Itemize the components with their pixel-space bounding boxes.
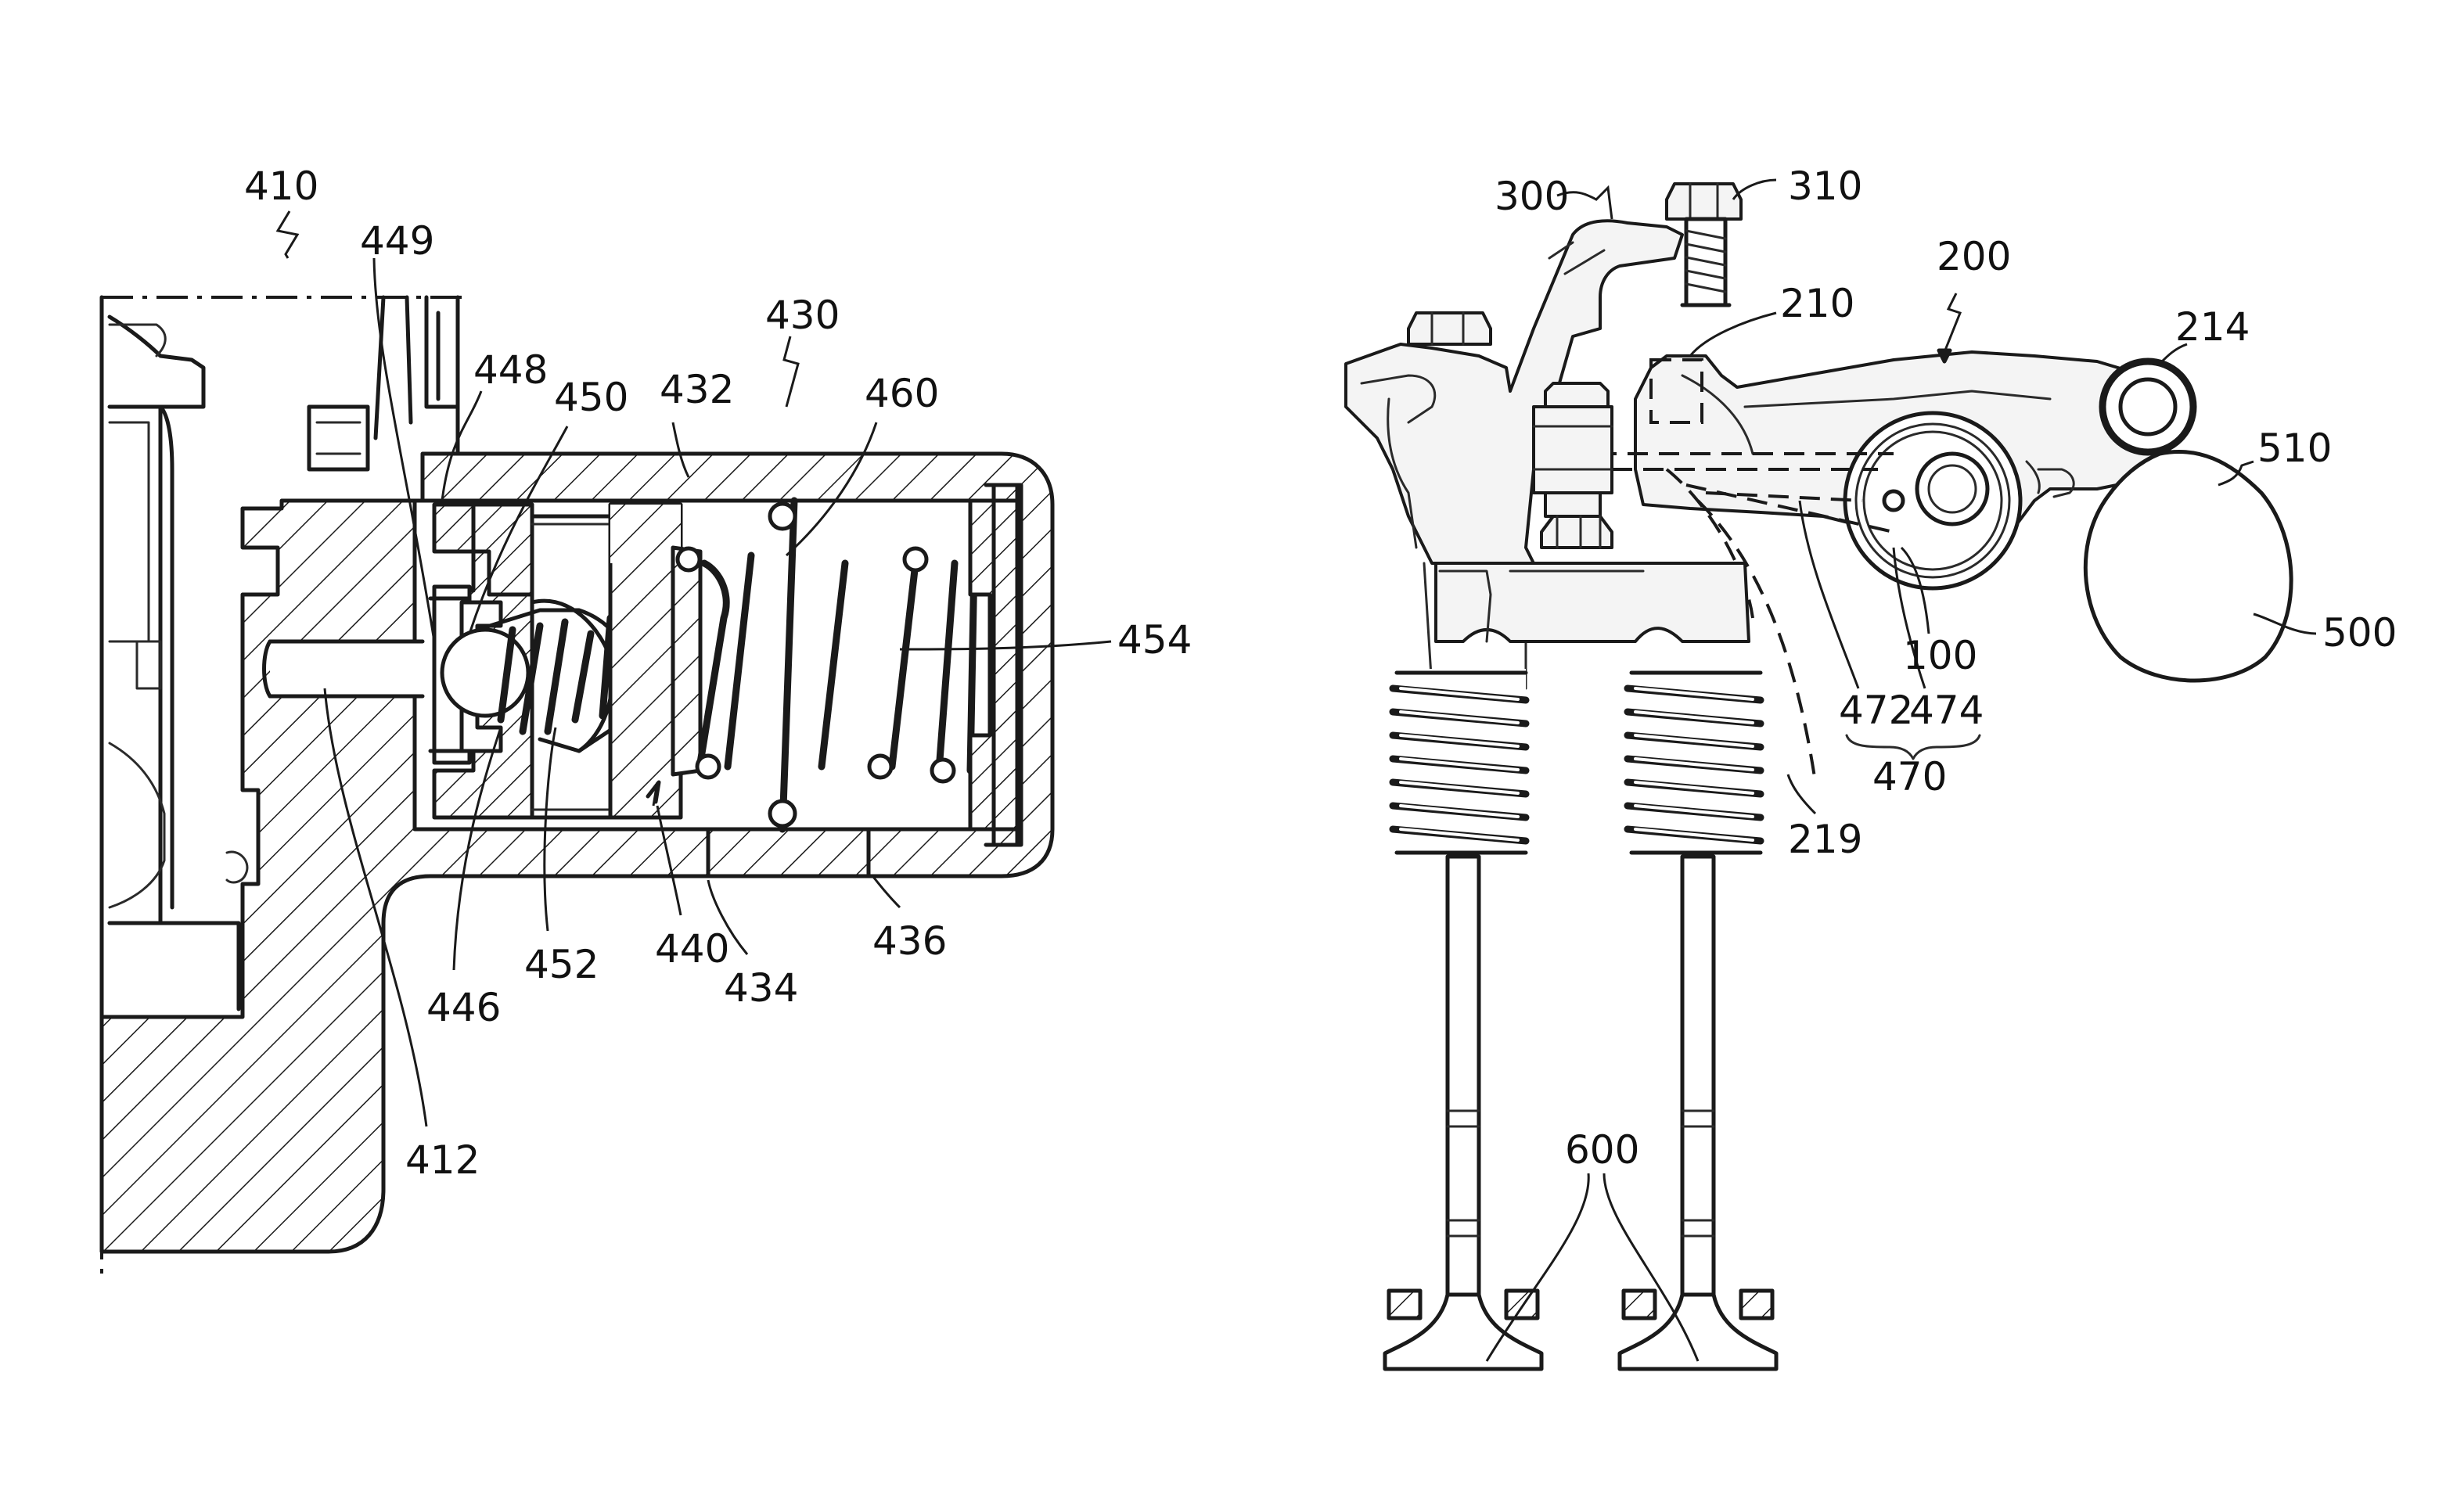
valve-spring-left [1393, 669, 1526, 857]
label-510: 510 [2257, 426, 2332, 471]
leader-436 [872, 876, 900, 907]
label-210: 210 [1780, 281, 1854, 326]
label-450: 450 [554, 375, 628, 420]
label-432: 432 [660, 367, 734, 412]
leader-210 [1690, 313, 1776, 356]
label-434: 434 [724, 965, 798, 1011]
label-300: 300 [1495, 174, 1569, 219]
label-449: 449 [360, 218, 434, 264]
label-100: 100 [1903, 633, 1977, 678]
label-448: 448 [473, 347, 548, 393]
label-214: 214 [2175, 304, 2250, 350]
label-600: 600 [1565, 1127, 1639, 1173]
label-430: 430 [765, 293, 840, 338]
label-454: 454 [1117, 617, 1192, 663]
label-452: 452 [524, 942, 599, 987]
label-436: 436 [872, 918, 947, 964]
right-view-valvetrain [1346, 180, 2316, 1369]
label-310: 310 [1788, 163, 1862, 209]
label-472: 472 [1839, 688, 1913, 733]
label-412: 412 [405, 1137, 480, 1183]
leader-219 [1788, 774, 1815, 814]
right-view-labels: 300 310 210 200 214 510 500 100 472 474 … [1495, 163, 2397, 1173]
label-470: 470 [1872, 754, 1947, 799]
label-460: 460 [865, 371, 939, 416]
label-200: 200 [1937, 234, 2011, 279]
label-410: 410 [244, 163, 318, 209]
label-219: 219 [1788, 817, 1862, 862]
leader-430 [784, 336, 798, 407]
label-500: 500 [2322, 610, 2397, 656]
leader-200 [1944, 293, 1960, 352]
valve-spring-right [1628, 669, 1761, 857]
left-view-hydraulic-tensioner [102, 211, 1111, 1275]
label-440: 440 [655, 926, 729, 972]
label-446: 446 [426, 985, 501, 1030]
label-474: 474 [1909, 688, 1984, 733]
